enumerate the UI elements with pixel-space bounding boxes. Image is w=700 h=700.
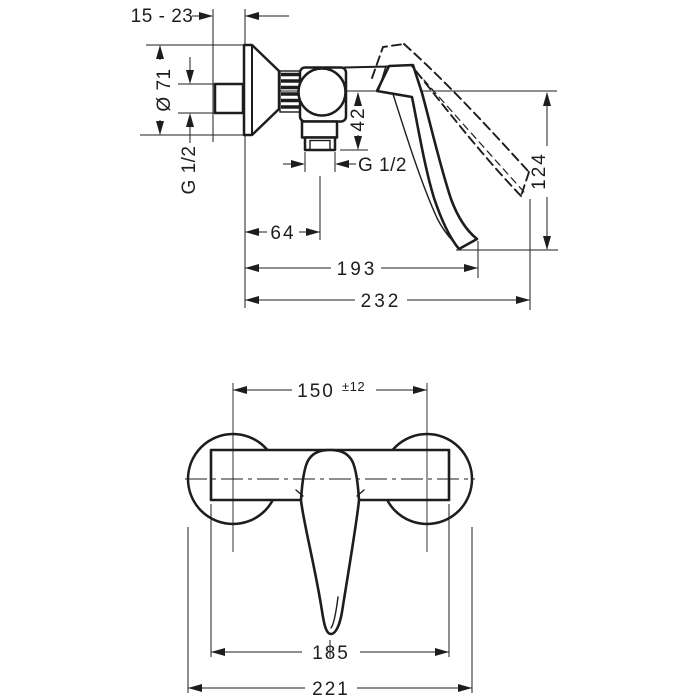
wall-nipple: [213, 82, 245, 115]
dim-label-outlet-offset: 64: [270, 223, 295, 244]
lever-tip-contour: [330, 596, 339, 629]
dim-label-outlet-thread: G 1/2: [358, 155, 407, 176]
dim-center-to-outlet: 42: [348, 92, 369, 150]
dim-escutcheon-diameter: Ø 71: [154, 45, 175, 135]
lever-handle-open-dashed: [371, 43, 530, 197]
escutcheon-cone: [242, 43, 281, 137]
handle-tick-left: [295, 489, 304, 497]
dim-label-hole-spacing-tolerance: ±12: [342, 379, 365, 394]
dim-outlet-offset: 64: [245, 223, 320, 244]
lever-handle-front: [299, 448, 361, 636]
dim-label-overall-width: 221: [312, 679, 350, 700]
dim-body-width: 185: [211, 643, 449, 664]
handle-tick-right: [356, 489, 365, 497]
dim-outlet-thread: G 1/2: [283, 155, 407, 176]
dim-label-projection-max: 232: [361, 291, 402, 312]
dim-label-escutcheon-diameter: Ø 71: [154, 68, 175, 111]
dim-hole-spacing: 150 ±12: [233, 379, 427, 402]
dim-overall-width: 221: [188, 679, 472, 700]
lever-handle: [375, 63, 479, 251]
dim-inlet-thread: G 1/2: [179, 57, 200, 194]
dim-projection-lever: 193: [245, 259, 478, 280]
lever-handle-contour: [392, 93, 454, 242]
lever-base-contour: [378, 65, 387, 90]
dim-height-to-lever: 124: [529, 92, 551, 250]
dim-wall-distance: 15 - 23: [131, 6, 289, 27]
cartridge-circle: [297, 67, 347, 117]
dim-label-wall-distance: 15 - 23: [131, 6, 194, 27]
side-view: 15 - 23 Ø 71 G 1/2 42: [131, 6, 558, 312]
outlet-nut-detail: [309, 139, 331, 151]
dim-label-inlet-thread: G 1/2: [179, 146, 200, 195]
outlet-block: [300, 120, 339, 139]
dim-label-height-to-lever: 124: [529, 152, 550, 190]
body-neck-line: [343, 65, 391, 69]
dim-label-hole-spacing: 150: [297, 381, 335, 402]
front-view: 150 ±12 185 221: [185, 379, 475, 700]
dim-label-projection-lever: 193: [337, 259, 378, 280]
thread-ribs: [279, 70, 301, 113]
dim-label-center-to-outlet: 42: [348, 106, 369, 131]
dim-projection-max: 232: [245, 291, 530, 312]
dim-label-body-width: 185: [312, 643, 350, 664]
